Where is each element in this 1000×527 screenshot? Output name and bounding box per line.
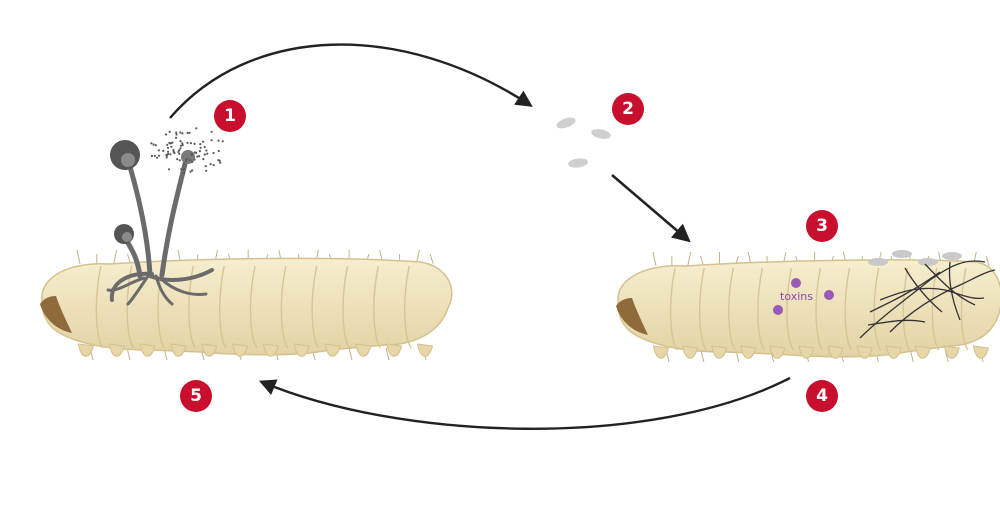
toxin-dot	[773, 305, 783, 315]
step-badge-3: 3	[806, 210, 838, 242]
step-badge-1: 1	[214, 100, 246, 132]
arrow-4-to-5	[262, 378, 790, 429]
arrow-2-to-3	[612, 175, 688, 240]
step-badge-2: 2	[612, 93, 644, 125]
spores	[555, 115, 612, 168]
toxins-label: toxins	[780, 290, 813, 303]
toxin-dot	[824, 290, 834, 300]
toxin-dot	[791, 278, 801, 288]
fungal-spore-heads	[110, 127, 224, 244]
larva-left	[40, 250, 452, 360]
step-badge-4: 4	[806, 380, 838, 412]
larva-right	[616, 252, 1000, 362]
step-badge-5: 5	[180, 380, 212, 412]
